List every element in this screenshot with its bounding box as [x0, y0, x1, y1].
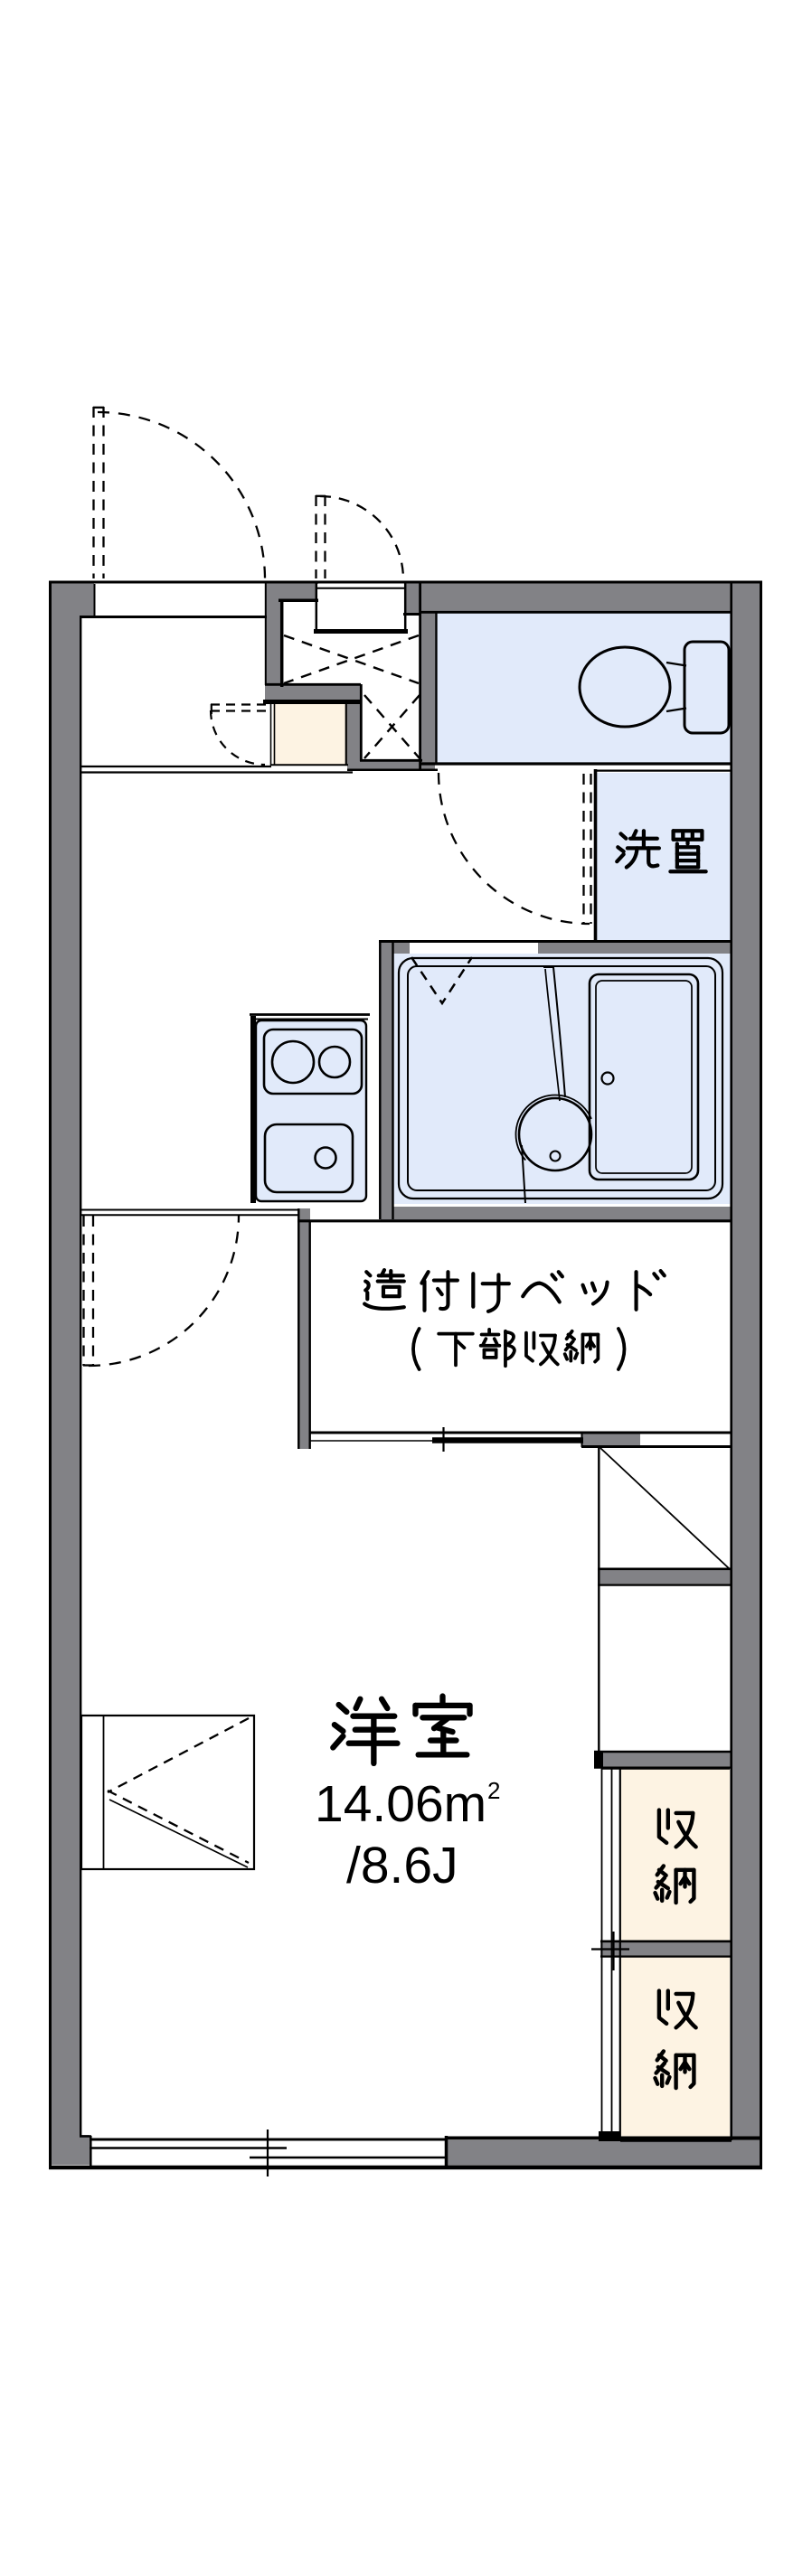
svg-text:2: 2: [487, 1777, 500, 1804]
svg-text:14.06m: 14.06m: [315, 1775, 486, 1833]
svg-text:/8.6J: /8.6J: [346, 1837, 458, 1894]
